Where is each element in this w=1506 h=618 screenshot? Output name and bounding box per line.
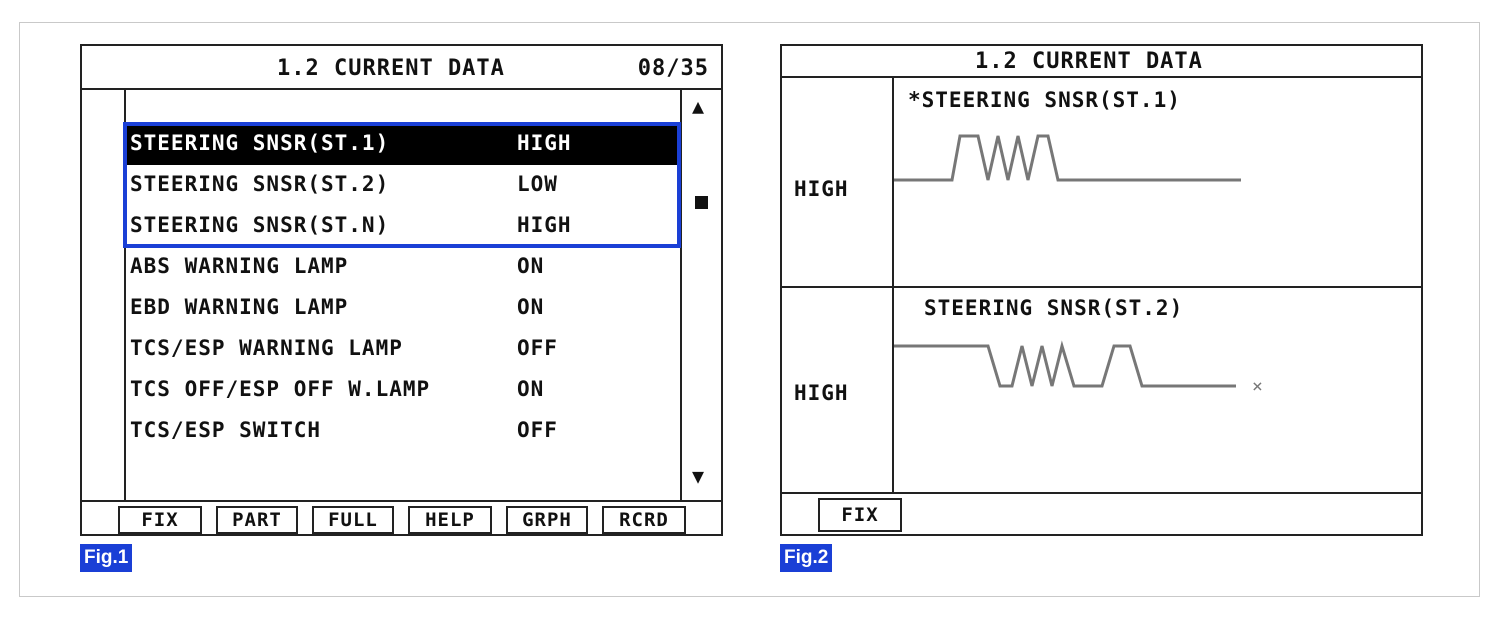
rcrd-button[interactable]: RCRD bbox=[602, 506, 686, 534]
current-data-list-screen: 1.2 CURRENT DATA 08/35 ▲ ▼ STEERING SNSR… bbox=[80, 44, 723, 536]
page-counter: 08/35 bbox=[637, 56, 709, 81]
screen-title: 1.2 CURRENT DATA bbox=[277, 56, 505, 81]
figure-label: Fig.1 bbox=[80, 544, 133, 572]
fix-button[interactable]: FIX bbox=[818, 498, 902, 532]
data-row-value: OFF bbox=[517, 418, 558, 442]
data-row-value: HIGH bbox=[517, 213, 572, 237]
data-row[interactable]: STEERING SNSR(ST.N) HIGH bbox=[126, 206, 678, 247]
data-row-name: STEERING SNSR(ST.2) bbox=[130, 172, 390, 196]
full-button[interactable]: FULL bbox=[312, 506, 394, 534]
function-key-bar: FIX PART FULL HELP GRPH RCRD bbox=[82, 500, 721, 536]
scrollbar[interactable]: ▲ ▼ bbox=[680, 88, 723, 500]
data-row-value: OFF bbox=[517, 336, 558, 360]
data-row-name: STEERING SNSR(ST.1) bbox=[130, 131, 390, 155]
data-row-name: EBD WARNING LAMP bbox=[130, 295, 349, 319]
data-row-value: ON bbox=[517, 295, 545, 319]
data-row[interactable]: EBD WARNING LAMP ON bbox=[126, 288, 678, 329]
part-button[interactable]: PART bbox=[216, 506, 298, 534]
data-row-name: TCS/ESP WARNING LAMP bbox=[130, 336, 403, 360]
help-button[interactable]: HELP bbox=[408, 506, 492, 534]
trace-2-waveform bbox=[894, 340, 1236, 388]
data-row-value: ON bbox=[517, 254, 545, 278]
data-row[interactable]: TCS/ESP SWITCH OFF bbox=[126, 411, 678, 452]
data-row-value: LOW bbox=[517, 172, 558, 196]
screen-header: 1.2 CURRENT DATA bbox=[782, 46, 1421, 78]
data-row-name: TCS OFF/ESP OFF W.LAMP bbox=[130, 377, 431, 401]
data-row[interactable]: STEERING SNSR(ST.1) HIGH bbox=[126, 124, 678, 165]
data-row[interactable]: ABS WARNING LAMP ON bbox=[126, 247, 678, 288]
figure-frame bbox=[19, 22, 1480, 597]
data-row-name: TCS/ESP SWITCH bbox=[130, 418, 322, 442]
screen-header: 1.2 CURRENT DATA 08/35 bbox=[82, 46, 721, 90]
trace-divider bbox=[782, 286, 1421, 288]
data-row-name: STEERING SNSR(ST.N) bbox=[130, 213, 390, 237]
data-row-value: ON bbox=[517, 377, 545, 401]
trace-1-title: *STEERING SNSR(ST.1) bbox=[908, 88, 1181, 112]
close-icon[interactable]: × bbox=[1252, 376, 1263, 397]
figure-label-2: Fig.2 bbox=[780, 544, 833, 572]
current-data-graph-screen: 1.2 CURRENT DATA *STEERING SNSR(ST.1) HI… bbox=[780, 44, 1423, 536]
level-label-column bbox=[782, 76, 894, 492]
trace-2-title: STEERING SNSR(ST.2) bbox=[924, 296, 1184, 320]
screen-title: 1.2 CURRENT DATA bbox=[975, 49, 1203, 74]
data-row[interactable]: TCS OFF/ESP OFF W.LAMP ON bbox=[126, 370, 678, 411]
data-row-name: ABS WARNING LAMP bbox=[130, 254, 349, 278]
footer-divider bbox=[782, 492, 1421, 494]
data-row[interactable]: TCS/ESP WARNING LAMP OFF bbox=[126, 329, 678, 370]
left-margin-column bbox=[82, 88, 126, 500]
trace-1-waveform bbox=[894, 134, 1241, 182]
triangle-down-icon[interactable]: ▼ bbox=[692, 464, 705, 488]
data-row-value: HIGH bbox=[517, 131, 572, 155]
grph-button[interactable]: GRPH bbox=[506, 506, 588, 534]
highlight-box bbox=[123, 122, 681, 248]
trace-2-level-label: HIGH bbox=[794, 381, 849, 405]
triangle-up-icon[interactable]: ▲ bbox=[692, 94, 705, 118]
fix-button[interactable]: FIX bbox=[118, 506, 202, 534]
data-row[interactable]: STEERING SNSR(ST.2) LOW bbox=[126, 165, 678, 206]
scroll-thumb[interactable] bbox=[695, 196, 708, 209]
trace-1-level-label: HIGH bbox=[794, 177, 849, 201]
